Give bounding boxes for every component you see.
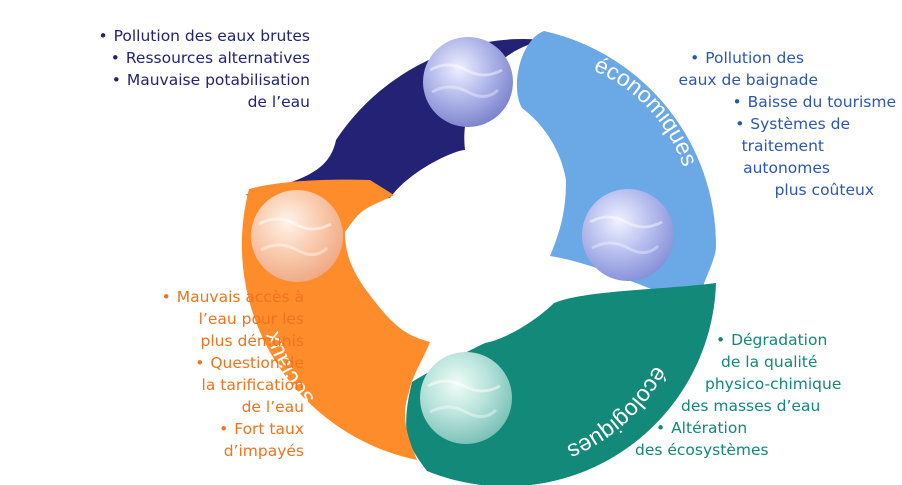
bullet-marker: • (716, 331, 731, 349)
bullet-line: plus démunis (162, 330, 304, 352)
bullet-text: Pollution des (705, 49, 804, 67)
bullet-text: des écosystèmes (635, 441, 769, 459)
bullet-line: • Mauvaise potabilisation (99, 69, 310, 91)
bullet-line: • Altération (656, 417, 890, 439)
bullet-line: traitement (678, 135, 824, 157)
bullet-text: Altération (671, 419, 748, 437)
sociaux-bullets: • Mauvais accès à l’eau pour les plus dé… (162, 286, 304, 462)
bullet-text: Pollution des eaux brutes (113, 27, 310, 45)
bullet-text: plus coûteux (774, 181, 874, 199)
bullet-line: • Mauvais accès à (162, 286, 304, 308)
bullet-text: Ressources alternatives (125, 49, 310, 67)
bullet-marker: • (110, 49, 125, 67)
economiques-bullets: • Pollution des eaux de baignade • Baiss… (678, 47, 896, 201)
bullet-line: • Fort taux (162, 418, 304, 440)
bullet-marker: • (161, 288, 176, 306)
bullet-text: Baisse du tourisme (747, 93, 896, 111)
bullet-marker: • (98, 27, 113, 45)
bullet-text: plus démunis (200, 332, 304, 350)
bullet-text: des masses d’eau (681, 397, 821, 415)
bullet-line: autonomes (678, 157, 830, 179)
sanitaires-bullets: • Pollution des eaux brutes • Ressources… (99, 25, 310, 113)
bullet-text: la tarification (201, 376, 304, 394)
bullet-marker: • (735, 115, 750, 133)
bullet-text: autonomes (743, 159, 830, 177)
bullet-text: eaux de baignade (678, 71, 818, 89)
bullet-line: • Ressources alternatives (99, 47, 310, 69)
bullet-text: Question de (210, 354, 304, 372)
bullet-line: des écosystèmes (634, 439, 890, 461)
bullet-text: l’eau pour les (198, 310, 304, 328)
water-image-sociaux (251, 190, 343, 282)
bullet-marker: • (111, 71, 126, 89)
bullet-marker: • (219, 420, 234, 438)
bullet-marker: • (732, 93, 747, 111)
bullet-line: de la qualité (676, 351, 890, 373)
bullet-line: plus coûteux (678, 179, 874, 201)
water-image-economiques (582, 189, 674, 281)
center-hole (380, 170, 516, 306)
water-image-ecologiques (420, 352, 512, 444)
bullet-line: • Dégradation (676, 329, 890, 351)
bullet-line: • Pollution des (678, 47, 804, 69)
bullet-marker: • (195, 354, 210, 372)
bullet-line: • Question de (162, 352, 304, 374)
bullet-marker: • (656, 419, 671, 437)
bullet-text: physico-chimique (705, 375, 842, 393)
bullet-text: Mauvaise potabilisation (126, 71, 310, 89)
bullet-text: de la qualité (721, 353, 818, 371)
bullet-text: de l’eau (241, 398, 304, 416)
bullet-line: l’eau pour les (162, 308, 304, 330)
bullet-line: • Systèmes de (678, 113, 850, 135)
bullet-marker: • (690, 49, 705, 67)
bullet-text: Mauvais accès à (176, 288, 304, 306)
bullet-line: des masses d’eau (676, 395, 890, 417)
bullet-line: de l’eau (162, 396, 304, 418)
ecologiques-bullets: • Dégradation de la qualité physico-chim… (635, 329, 890, 461)
bullet-line: • Baisse du tourisme (678, 91, 897, 113)
bullet-text: Systèmes de (750, 115, 850, 133)
bullet-line: la tarification (162, 374, 304, 396)
bullet-line: • Pollution des eaux brutes (99, 25, 310, 47)
bullet-line: d’impayés (162, 440, 304, 462)
bullet-text: d’impayés (223, 442, 304, 460)
water-image-sanitaires (423, 37, 513, 127)
bullet-text: de l’eau (247, 93, 310, 111)
bullet-line: de l’eau (99, 91, 310, 113)
bullet-text: traitement (741, 137, 824, 155)
bullet-line: physico-chimique (676, 373, 890, 395)
bullet-text: Fort taux (234, 420, 304, 438)
bullet-line: eaux de baignade (678, 69, 818, 91)
bullet-text: Dégradation (731, 331, 828, 349)
